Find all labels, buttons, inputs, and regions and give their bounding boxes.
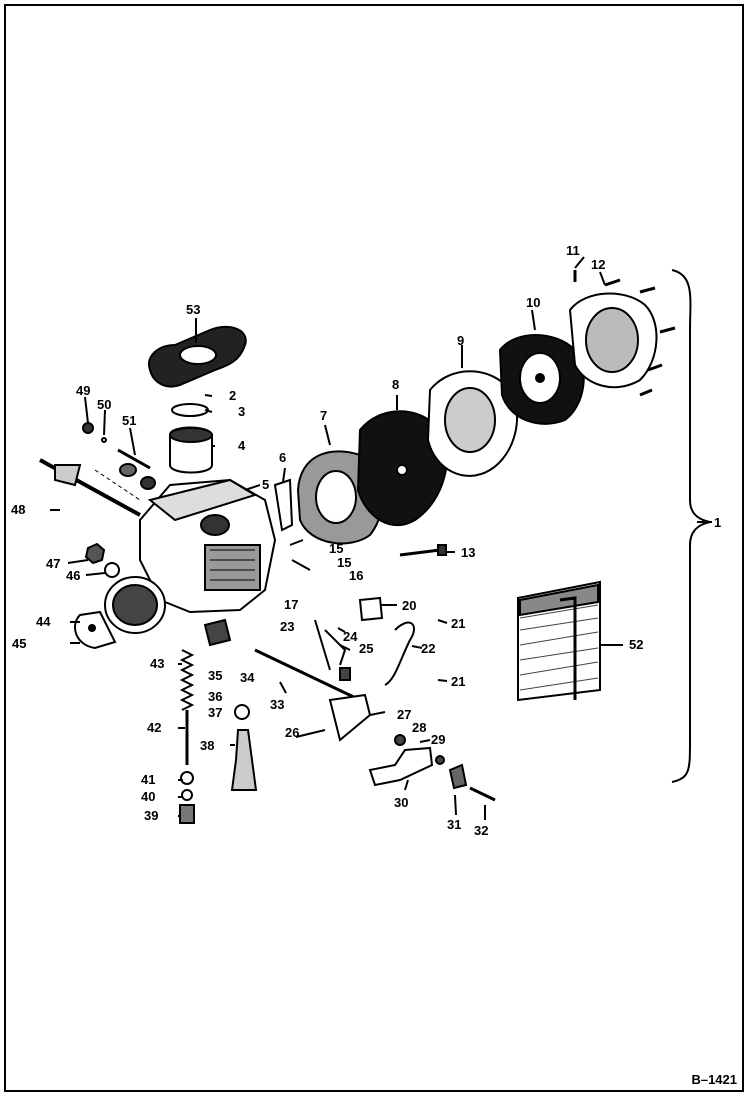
callout-2: 2 — [229, 388, 237, 403]
callout-21a: 21 — [451, 616, 466, 631]
callout-13: 13 — [461, 545, 476, 560]
callout-26: 26 — [285, 725, 300, 740]
callout-39: 39 — [144, 808, 159, 823]
callout-36: 36 — [208, 689, 223, 704]
callout-24: 24 — [343, 629, 358, 644]
bracket-part — [368, 746, 434, 787]
callout-15a: 15 — [329, 541, 344, 556]
callout-3: 3 — [238, 404, 246, 419]
callout-12: 12 — [591, 257, 606, 272]
callout-41: 41 — [141, 772, 156, 787]
callout-33: 33 — [270, 697, 285, 712]
drawing-border — [4, 4, 744, 1092]
callout-25: 25 — [359, 641, 374, 656]
callout-11: 11 — [566, 243, 580, 258]
needle-valve-part — [230, 729, 258, 791]
callout-31: 31 — [447, 817, 462, 832]
throttle-lever-part — [328, 693, 372, 742]
callout-9: 9 — [457, 333, 465, 348]
callout-52: 52 — [629, 637, 644, 652]
callout-6: 6 — [279, 450, 287, 465]
callout-37: 37 — [208, 705, 223, 720]
callout-21b: 21 — [451, 674, 466, 689]
callout-16: 16 — [349, 568, 364, 583]
callout-38: 38 — [200, 738, 215, 753]
callout-47: 47 — [46, 556, 61, 571]
callout-22: 22 — [421, 641, 436, 656]
callout-17: 17 — [284, 597, 299, 612]
linkage-part — [314, 619, 331, 671]
callout-44: 44 — [36, 614, 51, 629]
callout-4: 4 — [238, 438, 246, 453]
lever-part — [273, 478, 294, 532]
spring-part — [384, 621, 415, 686]
callout-48: 48 — [11, 502, 26, 517]
figure-id: B–1421 — [691, 1072, 737, 1087]
callout-15b: 15 — [337, 555, 352, 570]
washer-part — [234, 704, 250, 720]
callout-20: 20 — [402, 598, 417, 613]
callout-42: 42 — [147, 720, 162, 735]
callout-29: 29 — [431, 732, 446, 747]
screw-part — [82, 422, 94, 434]
callout-46: 46 — [66, 568, 81, 583]
callout-49: 49 — [76, 383, 91, 398]
callout-7: 7 — [320, 408, 328, 423]
fitting-part — [448, 763, 468, 790]
callout-53: 53 — [186, 302, 201, 317]
callout-8: 8 — [392, 377, 400, 392]
plug-part — [203, 618, 232, 647]
spring-part — [179, 649, 195, 711]
pin-part — [117, 448, 151, 470]
throttle-shaft-part — [254, 648, 361, 702]
callout-1: 1 — [714, 515, 722, 530]
assembly-bracket — [671, 269, 711, 783]
callout-51: 51 — [122, 413, 137, 428]
callout-10: 10 — [526, 295, 541, 310]
nut-part — [84, 542, 106, 565]
bolt-part — [399, 548, 441, 557]
washer-part — [104, 562, 120, 578]
callout-27: 27 — [397, 707, 412, 722]
repair-kit-box — [517, 580, 601, 702]
callout-5: 5 — [262, 477, 270, 492]
callout-32: 32 — [474, 823, 489, 838]
callout-28: 28 — [412, 720, 427, 735]
bolt-part — [469, 786, 496, 802]
bracket-part — [358, 596, 384, 622]
callout-43: 43 — [150, 656, 165, 671]
callout-30: 30 — [394, 795, 409, 810]
callout-40: 40 — [141, 789, 156, 804]
callout-23: 23 — [280, 619, 295, 634]
callout-50: 50 — [97, 397, 112, 412]
fitting-part — [179, 804, 195, 824]
callout-45: 45 — [12, 636, 27, 651]
callout-35: 35 — [208, 668, 223, 683]
venturi-gasket-part — [171, 403, 209, 417]
callout-34: 34 — [240, 670, 255, 685]
